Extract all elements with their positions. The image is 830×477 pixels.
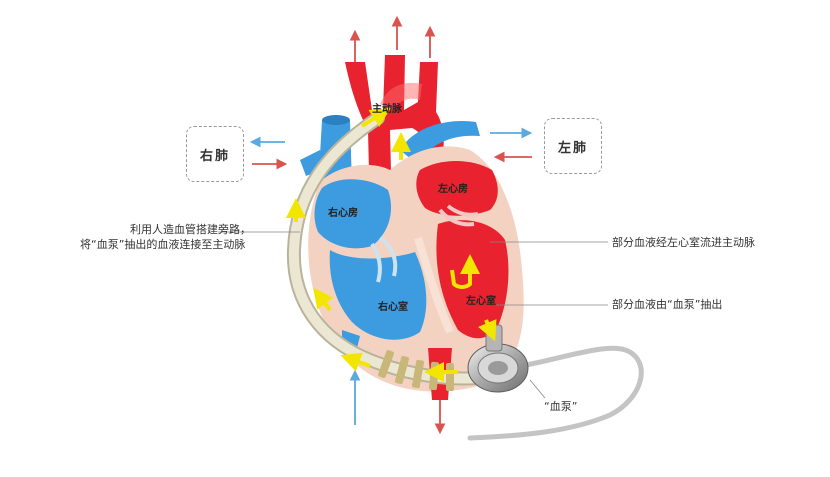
bypass-annotation-line2: 将“血泵”抽出的血液连接至主动脉 bbox=[80, 238, 246, 251]
right-lung-box: 右肺 bbox=[186, 126, 244, 182]
top-arrows bbox=[349, 15, 436, 62]
driveline-cable bbox=[467, 345, 644, 441]
right-ventricle-label: 右心室 bbox=[378, 302, 408, 313]
bottom-arrows bbox=[349, 369, 446, 435]
leader-lines bbox=[218, 231, 608, 399]
left-lung-box: 左肺 bbox=[544, 118, 602, 174]
heart bbox=[308, 146, 524, 400]
left-atrium-region bbox=[416, 161, 498, 216]
left-ventricle-region bbox=[436, 220, 509, 339]
right-atrium-region bbox=[314, 179, 392, 249]
blood-pump bbox=[467, 324, 529, 393]
bypass-annotation-line1: 利用人造血管搭建旁路， bbox=[130, 223, 251, 236]
pump-draw-annotation: 部分血液由“血泵”抽出 bbox=[612, 298, 723, 311]
lung-arrows bbox=[249, 127, 533, 170]
left-lung-label: 左肺 bbox=[557, 140, 588, 156]
right-lung-label: 右肺 bbox=[199, 148, 230, 164]
left-atrium-label: 左心房 bbox=[438, 184, 468, 195]
aorta-label: 主动脉 bbox=[372, 104, 402, 115]
flow-arrows bbox=[286, 107, 497, 382]
pump-label: “血泵” bbox=[544, 400, 578, 413]
right-atrium-label: 右心房 bbox=[328, 208, 358, 219]
lv-to-aorta-annotation: 部分血液经左心室流进主动脉 bbox=[612, 236, 755, 249]
left-ventricle-label: 左心室 bbox=[466, 296, 496, 307]
right-ventricle-region bbox=[329, 250, 427, 340]
